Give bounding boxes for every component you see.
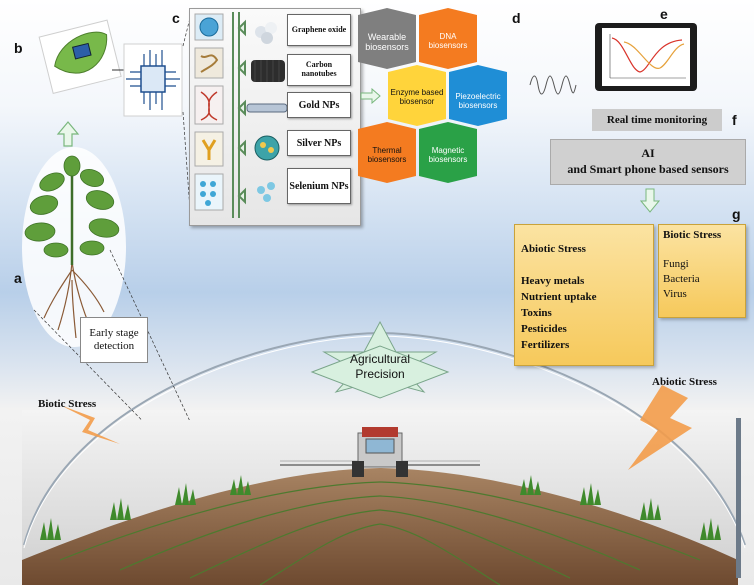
hex-wearable: [358, 8, 416, 69]
biotic-box-list: Fungi Bacteria Virus: [663, 257, 700, 302]
signal-wave-icon: [529, 75, 577, 95]
panel-c-to-d-arrow-icon: [360, 88, 381, 104]
flow-lines: [232, 12, 246, 218]
abiotic-box-title: Abiotic Stress: [521, 243, 586, 255]
letter-a: a: [14, 270, 22, 286]
hex-thermal-label: Thermal biosensors: [367, 146, 407, 165]
tablet-monitor-icon: [595, 23, 697, 91]
plant-panel: [22, 17, 191, 420]
abiotic-box-list: Heavy metals Nutrient uptake Toxins Pest…: [521, 273, 596, 353]
abiotic-stress-box: Abiotic Stress Heavy metals Nutrient upt…: [514, 224, 654, 366]
hex-magnetic: [419, 122, 477, 183]
biosensor-hexagons: [358, 8, 507, 183]
ai-box-line1: AI: [641, 146, 655, 161]
abiotic-item: Pesticides: [521, 323, 567, 335]
nano-graphene-oxide: Graphene oxide: [287, 14, 351, 46]
abiotic-item: Fertilizers: [521, 339, 570, 351]
abiotic-lightning-icon: [628, 385, 692, 470]
biotic-lightning-icon: [60, 405, 120, 444]
early-detection-box: Early stage detection: [80, 317, 148, 363]
hex-dna-label: DNA biosensors: [428, 32, 468, 51]
hex-magnetic-label: Magnetic biosensors: [428, 146, 468, 165]
biomolecule-icons: [194, 13, 224, 211]
soil-mound: [22, 468, 738, 585]
real-time-monitoring-box: Real time monitoring: [592, 109, 722, 131]
nanomaterials-graphics: [194, 12, 288, 218]
leaf-sensor-image: [38, 19, 122, 94]
nano-selenium-nps: Selenium NPs: [287, 168, 351, 204]
hex-enzyme-label: Enzyme based biosensor: [390, 88, 444, 107]
biotic-box-title: Biotic Stress: [663, 229, 722, 241]
crop-rows: [59, 481, 701, 585]
dashed-connectors: [33, 17, 191, 420]
letter-d: d: [512, 10, 521, 26]
grass-clumps: [40, 475, 721, 540]
up-arrow-icon: [56, 121, 80, 147]
down-arrow-icon: [640, 188, 660, 213]
letter-c: c: [172, 10, 180, 26]
nanomaterial-icons: [246, 22, 288, 202]
field-biotic-label: Biotic Stress: [38, 398, 97, 410]
biotic-stress-box: Biotic Stress Fungi Bacteria Virus: [658, 224, 746, 318]
hex-thermal: [358, 122, 416, 183]
ai-smartphone-box: AI and Smart phone based sensors: [550, 139, 746, 185]
biotic-item: Fungi: [663, 258, 689, 270]
agricultural-precision-label: Agricultural Precision: [349, 352, 411, 381]
greenhouse-post: [736, 418, 741, 578]
field-abiotic-label: Abiotic Stress: [652, 376, 717, 388]
hex-piezo: [449, 65, 507, 126]
hex-wearable-label: Wearable biosensors: [365, 32, 409, 53]
nano-silver-nps: Silver NPs: [287, 130, 351, 156]
letter-f: f: [732, 112, 737, 128]
nano-carbon-nanotubes: Carbon nanotubes: [287, 54, 351, 86]
letter-g: g: [732, 206, 741, 222]
letter-e: e: [660, 6, 668, 22]
plant-leaves: [24, 155, 120, 258]
hex-dna: [419, 8, 477, 69]
abiotic-item: Heavy metals: [521, 275, 585, 287]
hex-enzyme: [388, 65, 446, 126]
nano-gold-nps: Gold NPs: [287, 92, 351, 118]
abiotic-item: Nutrient uptake: [521, 291, 597, 303]
tractor: [280, 427, 480, 477]
circuit-chip-icon: [123, 43, 183, 117]
hex-piezo-label: Piezoelectric biosensors: [455, 92, 501, 111]
ai-box-line2: and Smart phone based sensors: [567, 162, 729, 176]
abiotic-item: Toxins: [521, 307, 552, 319]
letter-b: b: [14, 40, 23, 56]
biotic-item: Virus: [663, 288, 687, 300]
biotic-item: Bacteria: [663, 273, 700, 285]
